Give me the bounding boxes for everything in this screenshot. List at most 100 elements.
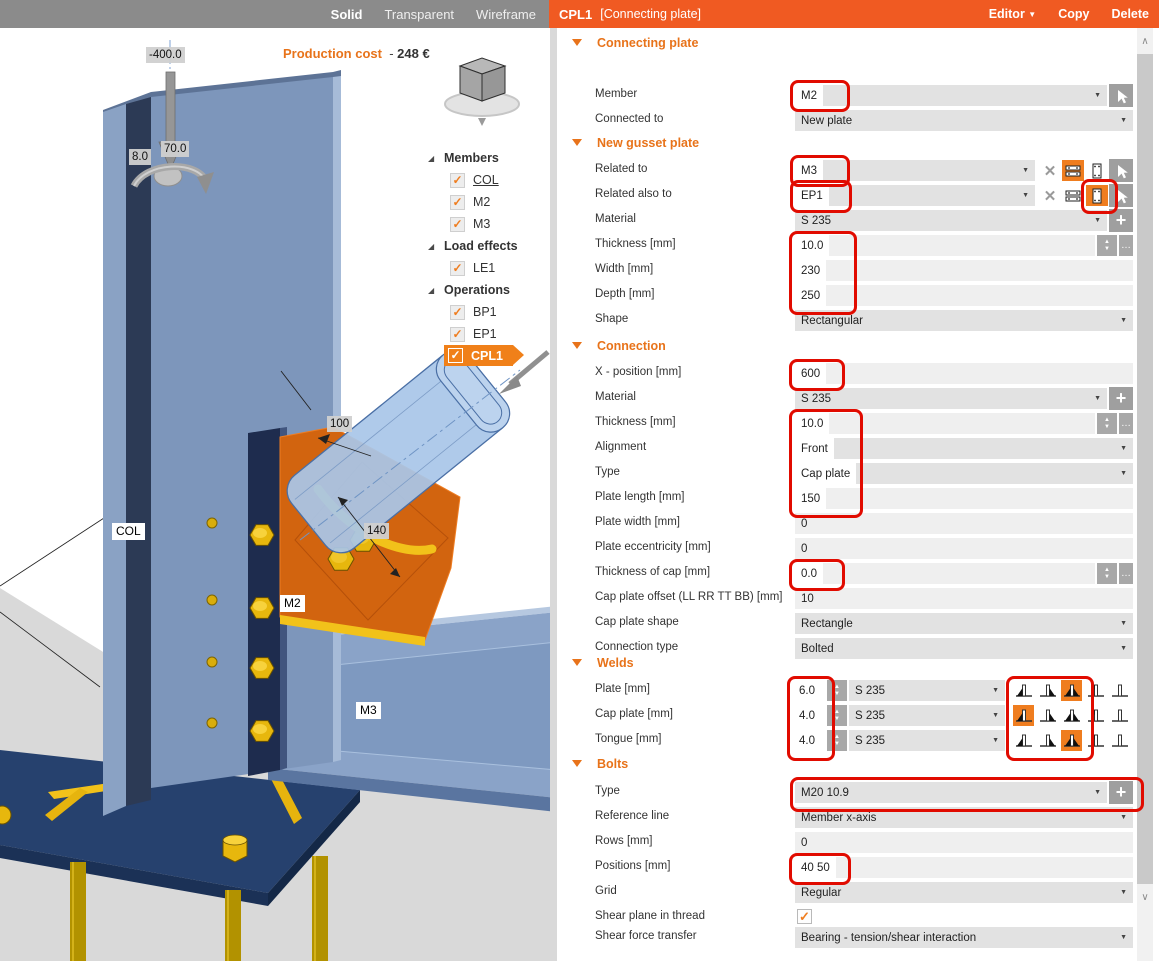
connected-to-dropdown[interactable]: New plate bbox=[795, 110, 1133, 131]
section-bolts[interactable]: Bolts bbox=[557, 754, 1153, 779]
spinner-control[interactable]: ▲▼ bbox=[827, 680, 847, 701]
member-dropdown[interactable]: M2 bbox=[795, 85, 1107, 106]
checkbox-bp1[interactable]: ✓ bbox=[450, 304, 465, 320]
copy-button[interactable]: Copy bbox=[1058, 7, 1090, 21]
alignment-dropdown[interactable]: Front bbox=[795, 438, 1133, 459]
grid-dropdown[interactable]: Regular bbox=[795, 882, 1133, 903]
shear-plane-checkbox[interactable]: ✓ bbox=[797, 909, 812, 924]
view-mode-transparent[interactable]: Transparent bbox=[384, 6, 455, 22]
ellipsis-button[interactable]: … bbox=[1119, 235, 1133, 256]
plate-vertical-icon[interactable] bbox=[1086, 160, 1108, 181]
tree-section-members[interactable]: Members bbox=[444, 151, 499, 165]
section-collapse-icon[interactable] bbox=[572, 760, 582, 767]
section-welds[interactable]: Welds bbox=[557, 653, 1153, 678]
tree-section-operations[interactable]: Operations bbox=[444, 283, 510, 297]
weld-fillet-right-icon[interactable] bbox=[1037, 705, 1058, 726]
x-position-input[interactable]: 600 bbox=[795, 363, 1133, 384]
section-new-gusset-plate[interactable]: New gusset plate bbox=[557, 133, 1153, 158]
bolt-type-dropdown[interactable]: M20 10.9 bbox=[795, 782, 1107, 803]
panel-scrollbar[interactable]: ∧ ∨ bbox=[1137, 28, 1153, 961]
plate-type-dropdown[interactable]: Cap plate bbox=[795, 463, 1133, 484]
weld-plate-size-input[interactable]: 6.0 bbox=[795, 680, 825, 701]
section-connection[interactable]: Connection bbox=[557, 336, 1153, 361]
spinner-control[interactable]: ▲▼ bbox=[827, 730, 847, 751]
tree-item-m2[interactable]: ✓M2 bbox=[450, 194, 490, 210]
checkbox-cpl1[interactable]: ✓ bbox=[448, 348, 463, 363]
checkbox-le1[interactable]: ✓ bbox=[450, 260, 465, 276]
ellipsis-button[interactable]: … bbox=[1119, 563, 1133, 584]
spinner-control[interactable]: ▲▼ bbox=[827, 705, 847, 726]
tree-item-le1[interactable]: ✓LE1 bbox=[450, 260, 495, 276]
weld-fillet-left-icon[interactable] bbox=[1013, 730, 1034, 751]
gusset-shape-dropdown[interactable]: Rectangular bbox=[795, 310, 1133, 331]
gusset-material-dropdown[interactable]: S 235 bbox=[795, 210, 1107, 231]
weld-cap-plate-size-input[interactable]: 4.0 bbox=[795, 705, 825, 726]
scrollbar-thumb[interactable] bbox=[1137, 54, 1153, 884]
nav-cube[interactable] bbox=[444, 57, 520, 126]
3d-viewport[interactable] bbox=[0, 0, 557, 961]
gusset-depth-input[interactable]: 250 bbox=[795, 285, 1133, 306]
ellipsis-button[interactable]: … bbox=[1119, 413, 1133, 434]
add-material-button[interactable]: + bbox=[1109, 387, 1133, 410]
weld-fillet-right-icon[interactable] bbox=[1037, 730, 1058, 751]
section-collapse-icon[interactable] bbox=[572, 342, 582, 349]
weld-butt-icon[interactable] bbox=[1109, 730, 1130, 751]
cap-plate-shape-dropdown[interactable]: Rectangle bbox=[795, 613, 1133, 634]
section-collapse-icon[interactable] bbox=[572, 659, 582, 666]
spinner-control[interactable]: ▲▼ bbox=[1097, 413, 1117, 434]
weld-tongue-material-dropdown[interactable]: S 235 bbox=[849, 730, 1005, 751]
connection-type-dropdown[interactable]: Bolted bbox=[795, 638, 1133, 659]
connection-material-dropdown[interactable]: S 235 bbox=[795, 388, 1107, 409]
spinner-control[interactable]: ▲▼ bbox=[1097, 563, 1117, 584]
checkbox-m2[interactable]: ✓ bbox=[450, 194, 465, 210]
cap-plate-offset-input[interactable]: 10 bbox=[795, 588, 1133, 609]
panel-divider[interactable] bbox=[550, 28, 557, 961]
delete-button[interactable]: Delete bbox=[1111, 7, 1149, 21]
shear-force-transfer-dropdown[interactable]: Bearing - tension/shear interaction bbox=[795, 927, 1133, 948]
section-collapse-icon[interactable] bbox=[572, 39, 582, 46]
add-material-button[interactable]: + bbox=[1109, 209, 1133, 232]
cursor-select-button[interactable] bbox=[1109, 84, 1133, 107]
plate-length-input[interactable]: 150 bbox=[795, 488, 1133, 509]
checkbox-ep1[interactable]: ✓ bbox=[450, 326, 465, 342]
scroll-down-icon[interactable]: ∨ bbox=[1141, 892, 1149, 903]
gusset-thickness-input[interactable]: 10.0 bbox=[795, 235, 1095, 256]
delete-cross-icon[interactable]: ✕ bbox=[1043, 162, 1057, 180]
weld-fillet-both-icon[interactable] bbox=[1061, 705, 1082, 726]
connection-thickness-input[interactable]: 10.0 bbox=[795, 413, 1095, 434]
base-plate-bp1[interactable] bbox=[0, 750, 360, 906]
expander-icon[interactable]: ◢ bbox=[428, 241, 435, 251]
spinner-control[interactable]: ▲▼ bbox=[1097, 235, 1117, 256]
section-collapse-icon[interactable] bbox=[572, 139, 582, 146]
weld-fillet-left-icon[interactable] bbox=[1013, 680, 1034, 701]
view-mode-solid[interactable]: Solid bbox=[330, 6, 363, 22]
scroll-up-icon[interactable]: ∧ bbox=[1141, 36, 1149, 47]
bolt-rows-input[interactable]: 0 bbox=[795, 832, 1133, 853]
delete-cross-icon[interactable]: ✕ bbox=[1043, 187, 1057, 205]
weld-fillet-left-icon[interactable] bbox=[1013, 705, 1034, 726]
thickness-of-cap-input[interactable]: 0.0 bbox=[795, 563, 1095, 584]
expander-icon[interactable]: ◢ bbox=[428, 285, 435, 295]
checkbox-col[interactable]: ✓ bbox=[450, 172, 465, 188]
weld-bevel-icon[interactable] bbox=[1085, 730, 1106, 751]
section-connecting-plate[interactable]: Connecting plate bbox=[557, 33, 1153, 58]
reference-line-dropdown[interactable]: Member x-axis bbox=[795, 807, 1133, 828]
gusset-width-input[interactable]: 230 bbox=[795, 260, 1133, 281]
plate-eccentricity-input[interactable]: 0 bbox=[795, 538, 1133, 559]
related-also-to-dropdown[interactable]: EP1 bbox=[795, 185, 1035, 206]
weld-butt-icon[interactable] bbox=[1109, 705, 1130, 726]
weld-cap-plate-material-dropdown[interactable]: S 235 bbox=[849, 705, 1005, 726]
view-mode-wireframe[interactable]: Wireframe bbox=[476, 6, 536, 22]
tree-item-m3[interactable]: ✓M3 bbox=[450, 216, 490, 232]
plate-vertical-icon[interactable] bbox=[1086, 185, 1108, 206]
add-bolt-button[interactable]: + bbox=[1109, 781, 1133, 804]
tree-item-bp1[interactable]: ✓BP1 bbox=[450, 304, 497, 320]
weld-fillet-both-icon[interactable] bbox=[1061, 680, 1082, 701]
weld-fillet-right-icon[interactable] bbox=[1037, 680, 1058, 701]
weld-bevel-icon[interactable] bbox=[1085, 680, 1106, 701]
weld-bevel-icon[interactable] bbox=[1085, 705, 1106, 726]
editor-menu-button[interactable]: Editor ▼ bbox=[988, 7, 1037, 21]
tree-item-cpl1-selected[interactable]: ✓CPL1 bbox=[444, 345, 524, 366]
checkbox-m3[interactable]: ✓ bbox=[450, 216, 465, 232]
weld-plate-material-dropdown[interactable]: S 235 bbox=[849, 680, 1005, 701]
